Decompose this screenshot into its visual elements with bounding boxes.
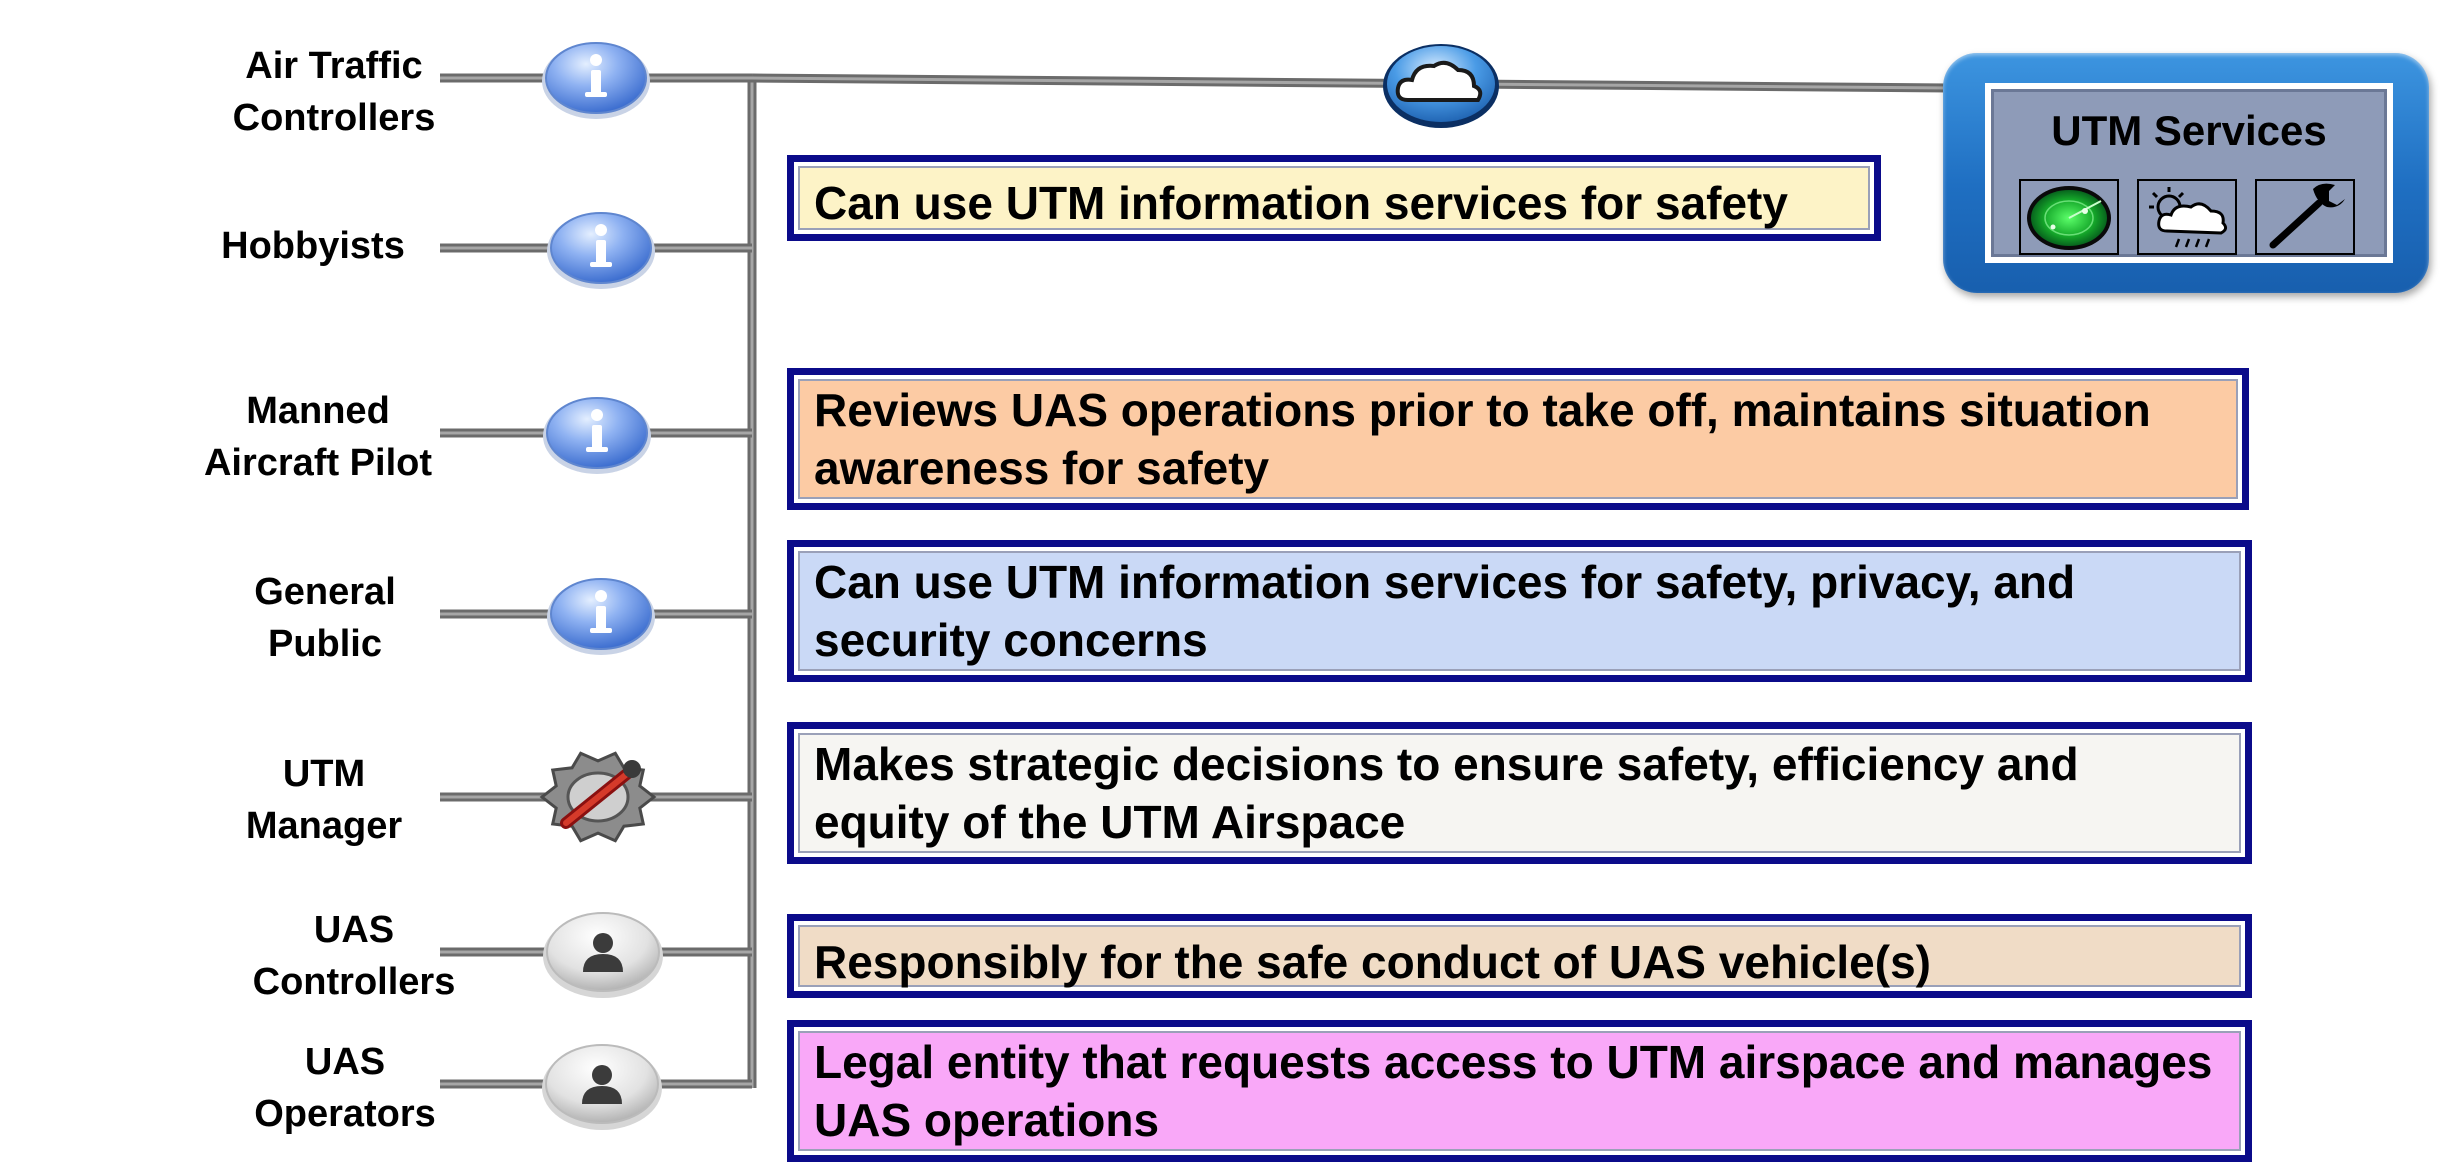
actor-label-line: UAS — [304, 1041, 386, 1083]
actor-label-line: Aircraft Pilot — [203, 442, 433, 484]
actor-label-line: Hobbyists — [221, 225, 405, 267]
actor-label-line: General — [254, 571, 396, 613]
person-icon — [543, 912, 663, 998]
actor-label-line: Operators — [254, 1093, 436, 1135]
info-icon — [543, 397, 651, 474]
info-icon — [542, 42, 650, 119]
actor-label-line: Manager — [245, 805, 403, 847]
actor-label-uas-controllers: UAS Controllers — [204, 904, 504, 1008]
actor-label-line: Controllers — [252, 961, 456, 1003]
utm-services-title: UTM Services — [2051, 107, 2327, 154]
cloud-icon — [1383, 44, 1499, 128]
actor-label-hobbyists: Hobbyists — [163, 220, 463, 272]
weather-icon — [2137, 179, 2237, 255]
info-icon — [547, 578, 655, 655]
gear-wrench-icon — [539, 751, 657, 843]
actor-label-line: UTM — [282, 753, 366, 795]
actor-label-line: UAS — [313, 909, 395, 951]
description-box: Responsibly for the safe conduct of UAS … — [787, 914, 2252, 998]
description-box: Makes strategic decisions to ensure safe… — [787, 722, 2252, 864]
actor-label-line: Air Traffic — [245, 45, 423, 87]
actor-label-line: Manned — [246, 390, 390, 432]
actor-label-utm-manager: UTM Manager — [174, 748, 474, 852]
actor-label-uas-operators: UAS Operators — [195, 1036, 495, 1140]
description-box: Can use UTM information services for saf… — [787, 155, 1881, 241]
description-box: Reviews UAS operations prior to take off… — [787, 368, 2249, 510]
description-box: Legal entity that requests access to UTM… — [787, 1020, 2252, 1162]
utm-services-inner: UTM Services — [1985, 83, 2393, 263]
radar-icon — [2019, 179, 2119, 255]
description-box: Can use UTM information services for saf… — [787, 540, 2252, 682]
wrench-icon — [2255, 179, 2355, 255]
utm-services-panel: UTM Services — [1943, 53, 2429, 293]
actor-label-line: Controllers — [232, 97, 436, 139]
actor-label-line: Public — [267, 623, 383, 665]
info-icon — [547, 212, 655, 289]
person-icon — [542, 1044, 662, 1130]
